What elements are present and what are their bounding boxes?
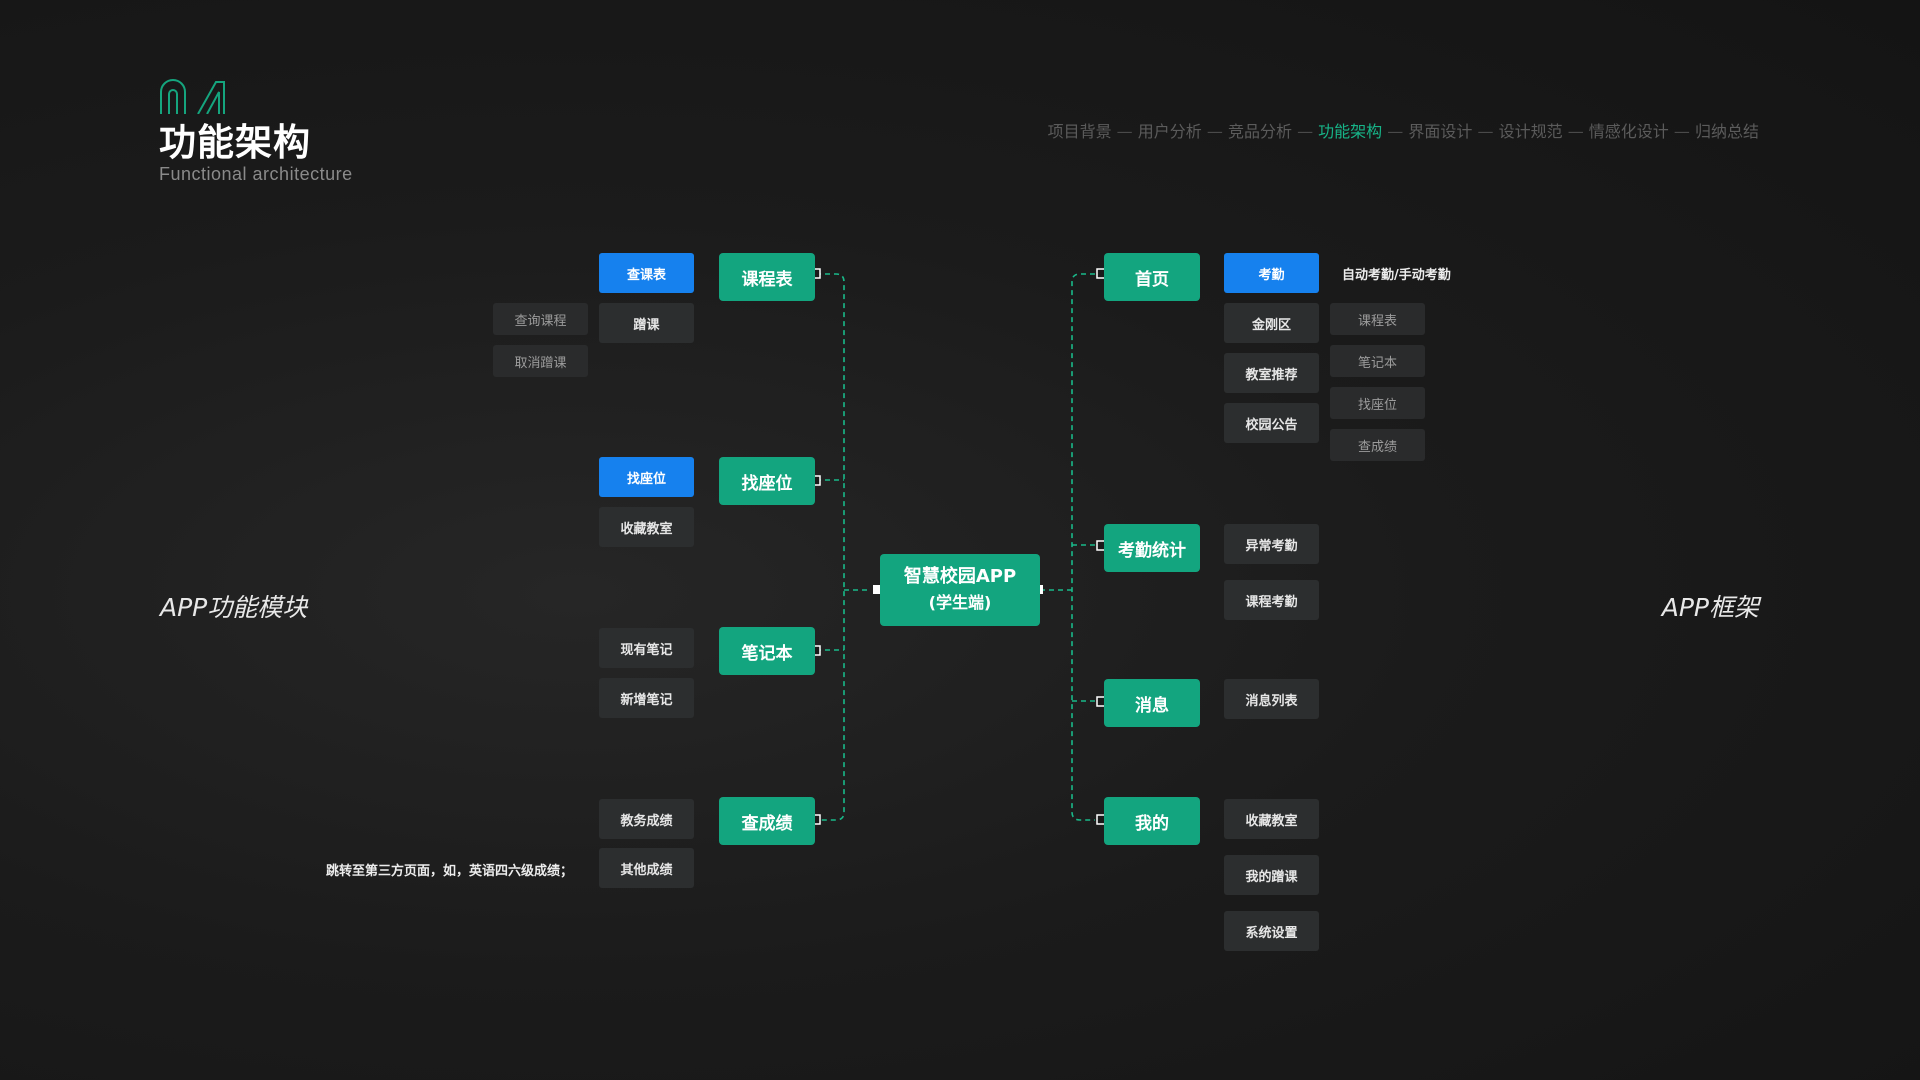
node-attendance[interactable]: 考勤 — [1224, 253, 1319, 293]
node-shortcut-find-seat[interactable]: 找座位 — [1330, 387, 1425, 419]
node-audit-class[interactable]: 蹭课 — [599, 303, 694, 343]
nav-separator: — — [1673, 122, 1690, 141]
node-cancel-audit[interactable]: 取消蹭课 — [493, 345, 588, 377]
node-my-audit[interactable]: 我的蹭课 — [1224, 855, 1319, 895]
node-find-seat[interactable]: 找座位 — [599, 457, 694, 497]
node-academic-grades[interactable]: 教务成绩 — [599, 799, 694, 839]
module-home[interactable]: 首页 — [1104, 253, 1200, 301]
nav-item-summary[interactable]: 归纳总结 — [1694, 122, 1759, 141]
app-framework-label: APP框架 — [1661, 593, 1759, 622]
node-favorite-classroom[interactable]: 收藏教室 — [599, 507, 694, 547]
note-third-party: 跳转至第三方页面，如，英语四六级成绩； — [326, 864, 574, 879]
note-attendance-mode: 自动考勤/手动考勤 — [1342, 268, 1451, 283]
nav-separator: — — [1206, 122, 1223, 141]
node-check-schedule[interactable]: 查课表 — [599, 253, 694, 293]
module-schedule[interactable]: 课程表 — [719, 253, 815, 301]
node-abnormal-attendance[interactable]: 异常考勤 — [1224, 524, 1319, 564]
node-shortcut-grades[interactable]: 查成绩 — [1330, 429, 1425, 461]
module-messages[interactable]: 消息 — [1104, 679, 1200, 727]
node-message-list[interactable]: 消息列表 — [1224, 679, 1319, 719]
center-node-subtitle: (学生端) — [928, 593, 992, 612]
section-nav: 项目背景 — 用户分析 — 竞品分析 — 功能架构 — 界面设计 — 设计规范 … — [1048, 118, 1759, 142]
page-subtitle: Functional architecture — [159, 164, 353, 184]
module-notebook[interactable]: 笔记本 — [719, 627, 815, 675]
node-course-attendance[interactable]: 课程考勤 — [1224, 580, 1319, 620]
app-modules-label: APP功能模块 — [160, 593, 308, 622]
center-node-app[interactable]: 智慧校园APP (学生端) — [880, 554, 1040, 626]
node-existing-notes[interactable]: 现有笔记 — [599, 628, 694, 668]
nav-item-architecture[interactable]: 功能架构 — [1318, 122, 1383, 141]
nav-item-user-analysis[interactable]: 用户分析 — [1137, 122, 1202, 141]
page-title: 功能架构 — [159, 121, 311, 164]
center-node-title: 智慧校园APP — [903, 566, 1017, 587]
node-classroom-recommend[interactable]: 教室推荐 — [1224, 353, 1319, 393]
module-attendance-stats[interactable]: 考勤统计 — [1104, 524, 1200, 572]
node-new-note[interactable]: 新增笔记 — [599, 678, 694, 718]
node-other-grades[interactable]: 其他成绩 — [599, 848, 694, 888]
module-grades[interactable]: 查成绩 — [719, 797, 815, 845]
nav-separator: — — [1387, 122, 1404, 141]
module-profile[interactable]: 我的 — [1104, 797, 1200, 845]
nav-item-ui-design[interactable]: 界面设计 — [1408, 122, 1473, 141]
nav-separator: — — [1297, 122, 1314, 141]
chapter-number-outline — [160, 79, 225, 114]
node-my-favorite-classroom[interactable]: 收藏教室 — [1224, 799, 1319, 839]
nav-separator: — — [1116, 122, 1133, 141]
node-quick-access[interactable]: 金刚区 — [1224, 303, 1319, 343]
nav-item-background[interactable]: 项目背景 — [1047, 122, 1112, 141]
module-find-seat[interactable]: 找座位 — [719, 457, 815, 505]
nav-item-emotional-design[interactable]: 情感化设计 — [1588, 122, 1669, 141]
node-search-course[interactable]: 查询课程 — [493, 303, 588, 335]
node-system-settings[interactable]: 系统设置 — [1224, 911, 1319, 951]
nav-item-design-spec[interactable]: 设计规范 — [1498, 122, 1563, 141]
nav-separator: — — [1567, 122, 1584, 141]
node-shortcut-notebook[interactable]: 笔记本 — [1330, 345, 1425, 377]
nav-separator: — — [1477, 122, 1494, 141]
nav-item-competitor-analysis[interactable]: 竞品分析 — [1227, 122, 1292, 141]
node-campus-notice[interactable]: 校园公告 — [1224, 403, 1319, 443]
node-shortcut-schedule[interactable]: 课程表 — [1330, 303, 1425, 335]
